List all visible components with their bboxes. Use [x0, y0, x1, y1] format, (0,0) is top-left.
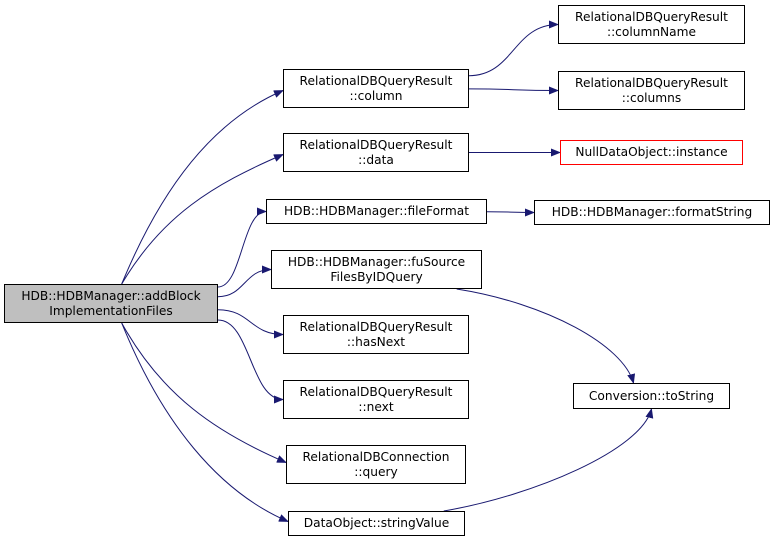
edge-hdb-fusource-to-conversion-tostring: [456, 288, 636, 384]
edge-root-to-dataobject-stringvalue: [121, 322, 289, 522]
edge-hdb-fileformat-to-hdb-formatstring: [486, 208, 535, 217]
edge-root-to-rdbqr-column: [121, 90, 284, 285]
node-label-line-1: HDB::HDBManager::addBlock: [21, 288, 201, 303]
edge-root-to-rdbc-query: [121, 322, 287, 463]
node-relational-db-query-result-next[interactable]: RelationalDBQueryResult ::next: [283, 380, 469, 419]
node-label-line-2: FilesByIDQuery: [330, 269, 423, 284]
node-label: DataObject::stringValue: [303, 516, 450, 530]
node-label-line-2: ::query: [354, 464, 398, 479]
node-data-object-string-value[interactable]: DataObject::stringValue: [288, 511, 465, 536]
node-relational-db-query-result-data[interactable]: RelationalDBQueryResult ::data: [283, 133, 469, 172]
node-label-line-2: ::next: [358, 399, 394, 414]
edge-root-to-rdbqr-next: [217, 319, 284, 404]
node-relational-db-query-result-column-name[interactable]: RelationalDBQueryResult ::columnName: [558, 5, 745, 44]
edge-rdbqr-column-to-rdbqr-columnname: [468, 20, 559, 77]
node-hdb-manager-format-string[interactable]: HDB::HDBManager::formatString: [534, 200, 770, 225]
node-label-line-2: ::columns: [621, 90, 682, 105]
node-label: Conversion::toString: [588, 388, 715, 403]
node-label-line-1: RelationalDBQueryResult: [575, 9, 728, 24]
node-label-line-1: HDB::HDBManager::fuSource: [287, 254, 466, 269]
node-label-line-2: ::hasNext: [346, 334, 406, 349]
edge-root-to-hdb-fusource: [217, 265, 272, 298]
node-label-line-1: RelationalDBConnection: [302, 449, 450, 464]
node-relational-db-query-result-columns[interactable]: RelationalDBQueryResult ::columns: [558, 71, 745, 110]
edge-root-to-rdbqr-data: [121, 154, 284, 285]
node-hdb-manager-fu-source-files-by-id-query[interactable]: HDB::HDBManager::fuSource FilesByIDQuery: [271, 250, 482, 289]
node-label-line-2: ImplementationFiles: [49, 303, 173, 318]
node-relational-db-connection-query[interactable]: RelationalDBConnection ::query: [286, 445, 466, 484]
edge-rdbqr-column-to-rdbqr-columns: [468, 86, 559, 95]
node-label-line-2: ::columnName: [606, 24, 697, 39]
node-relational-db-query-result-has-next[interactable]: RelationalDBQueryResult ::hasNext: [283, 315, 469, 354]
node-label-line-2: ::data: [358, 152, 394, 167]
node-hdb-manager-file-format[interactable]: HDB::HDBManager::fileFormat: [266, 199, 487, 224]
node-label-line-1: RelationalDBQueryResult: [299, 319, 453, 334]
node-relational-db-query-result-column[interactable]: RelationalDBQueryResult ::column: [283, 69, 469, 108]
node-label-line-2: ::column: [349, 88, 403, 103]
node-label: HDB::HDBManager::formatString: [551, 205, 753, 219]
edge-dataobject-stringvalue-to-conversion-tostring: [443, 408, 654, 512]
node-label-line-1: RelationalDBQueryResult: [299, 73, 453, 88]
node-hdb-manager-add-block-implementation-files[interactable]: HDB::HDBManager::addBlock Implementation…: [4, 284, 218, 323]
edge-root-to-rdbqr-hasnext: [217, 309, 284, 339]
node-label-line-1: RelationalDBQueryResult: [299, 384, 453, 399]
node-label: HDB::HDBManager::fileFormat: [284, 204, 469, 218]
node-label-line-1: RelationalDBQueryResult: [299, 137, 453, 152]
node-label-line-1: RelationalDBQueryResult: [575, 75, 728, 90]
edge-root-to-hdb-fileformat: [217, 207, 267, 288]
node-null-data-object-instance[interactable]: NullDataObject::instance: [560, 140, 743, 165]
node-label: NullDataObject::instance: [575, 145, 728, 159]
node-conversion-to-string[interactable]: Conversion::toString: [573, 383, 730, 409]
